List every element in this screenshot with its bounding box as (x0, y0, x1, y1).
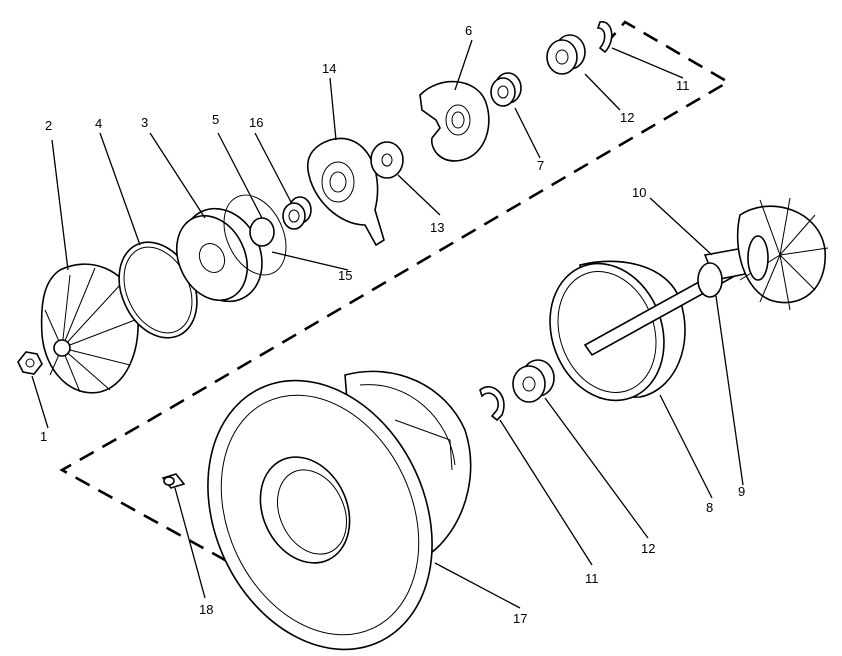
callout-3: 3 (141, 115, 148, 130)
callout-11-upper: 11 (676, 78, 690, 93)
callout-6: 6 (465, 23, 472, 38)
leader-lines (31, 39, 744, 609)
compressor-wheel (40, 263, 139, 394)
piston-ring (697, 262, 723, 298)
compressor-backplate (175, 207, 263, 303)
seal-ring (249, 217, 275, 247)
turbine-shaft-wheel (583, 197, 829, 357)
callout-5: 5 (212, 112, 219, 127)
callout-16: 16 (249, 115, 263, 130)
callout-18: 18 (199, 602, 213, 617)
callout-12-lower: 12 (641, 541, 655, 556)
callout-12-upper: 12 (620, 110, 634, 125)
thrust-plate (306, 137, 385, 247)
journal-bearing-upper (546, 34, 586, 75)
o-ring (223, 194, 287, 276)
dowel-pin (161, 473, 186, 489)
callout-15: 15 (338, 268, 352, 283)
thrust-collar (490, 72, 522, 107)
callout-10: 10 (632, 185, 646, 200)
retaining-ring-lower (479, 386, 505, 422)
callout-17: 17 (513, 611, 527, 626)
callout-4: 4 (95, 116, 102, 131)
shaft-nut (17, 351, 43, 375)
thrust-washer (370, 141, 404, 179)
center-housing (207, 370, 472, 651)
journal-bearing-lower (512, 359, 555, 403)
callout-2: 2 (45, 118, 52, 133)
thrust-sleeve (282, 196, 312, 230)
callout-numbers: 1 2 3 4 5 6 7 8 9 10 11 11 12 12 13 14 1… (40, 23, 745, 626)
callout-14: 14 (322, 61, 336, 76)
callout-8: 8 (706, 500, 713, 515)
callout-7: 7 (537, 158, 544, 173)
callout-1: 1 (40, 429, 47, 444)
callout-13: 13 (430, 220, 444, 235)
callout-9: 9 (738, 484, 745, 499)
thrust-bearing (419, 80, 490, 162)
retaining-ring-upper (596, 21, 613, 54)
callout-11-lower: 11 (585, 571, 599, 586)
